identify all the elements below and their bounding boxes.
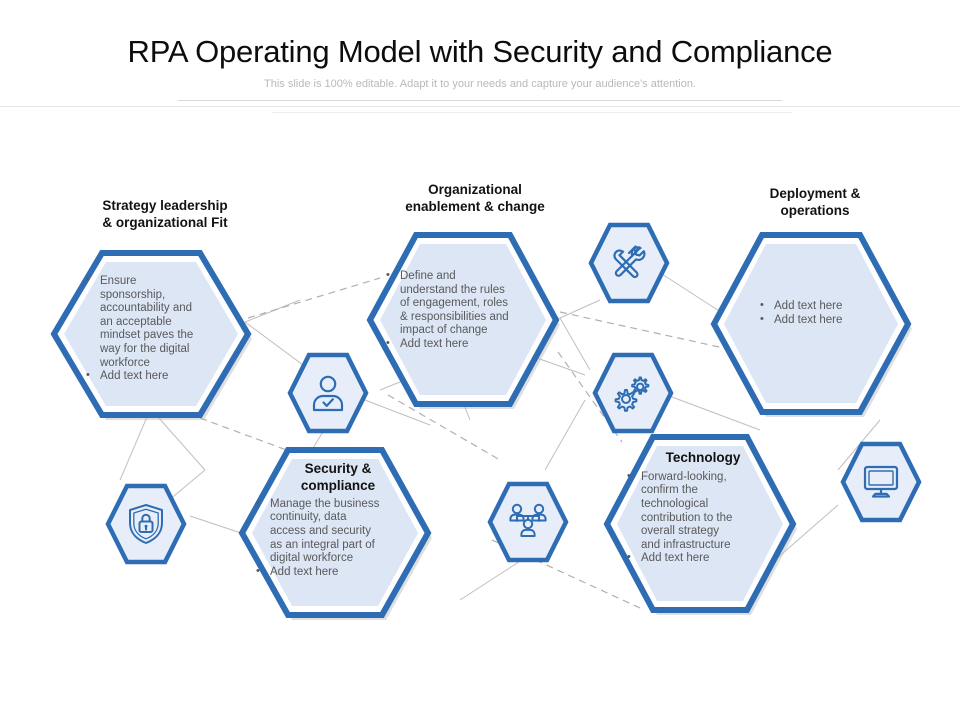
list-item: understand the rules	[400, 283, 505, 296]
list-item: Manage the business	[256, 497, 420, 512]
list-item: Add text here	[256, 565, 420, 580]
list-item: and infrastructure	[641, 538, 731, 551]
hexagon-body-organizational: Define and understand the rules of engag…	[386, 269, 546, 352]
list-item: sponsorship,	[100, 288, 166, 301]
icon-hexagon-person-check[interactable]	[287, 352, 369, 434]
hexagon-body-security: Security & compliance Manage the busines…	[256, 461, 420, 579]
bullet-list-organizational: Define and understand the rules of engag…	[386, 269, 546, 352]
hexagon-body-strategy: Ensure sponsorship, accountability and a…	[86, 274, 226, 384]
list-item: an acceptable	[100, 315, 172, 328]
icon-hexagon-tools[interactable]	[588, 222, 670, 304]
tools-icon	[613, 245, 646, 279]
monitor-icon	[863, 465, 899, 498]
list-item: of engagement, roles	[400, 297, 509, 310]
list-item: way for the digital	[100, 342, 190, 355]
icon-hexagon-gears[interactable]	[592, 352, 674, 434]
team-icon	[509, 503, 547, 537]
hexagon-organizational-enablement[interactable]: Define and understand the rules of engag…	[366, 228, 560, 410]
node-heading-deployment: Deployment & operations	[769, 186, 861, 218]
list-item: Add text here	[86, 369, 226, 384]
page-subtitle: This slide is 100% editable. Adapt it to…	[264, 78, 696, 90]
slide-header: RPA Operating Model with Security and Co…	[0, 0, 960, 113]
shield-lock-icon	[129, 504, 163, 544]
list-item: contribution to the	[641, 511, 733, 524]
list-item: continuity, data	[270, 511, 347, 524]
icon-hexagon-monitor[interactable]	[840, 441, 922, 523]
list-item: Add text here	[386, 337, 546, 352]
page-title: RPA Operating Model with Security and Co…	[127, 34, 833, 69]
hexagon-body-deployment: Add text here Add text here	[760, 299, 900, 328]
hexagon-body-technology: Technology Forward-looking, confirm the …	[627, 450, 779, 566]
icon-hexagon-team[interactable]	[487, 481, 569, 563]
header-divider-bottom	[272, 112, 792, 113]
header-divider-middle	[0, 106, 960, 107]
list-item: access and security	[270, 524, 371, 537]
list-item: Add text here	[760, 299, 900, 314]
hexagon-strategy-leadership[interactable]: Ensure sponsorship, accountability and a…	[50, 245, 252, 420]
bullet-list-deployment: Add text here Add text here	[760, 299, 900, 328]
list-item: Ensure	[86, 274, 226, 289]
list-item: Define and	[386, 269, 546, 284]
node-heading-organizational: Organizational enablement & change	[405, 182, 545, 214]
icon-hexagon-shield-lock[interactable]	[105, 483, 187, 565]
list-item: Add text here	[760, 313, 900, 328]
hexagon-deployment-operations[interactable]: Add text here Add text here	[710, 228, 912, 418]
header-divider-top	[178, 100, 782, 101]
list-item: & responsibilities and	[400, 310, 509, 323]
list-item: confirm the	[641, 484, 698, 497]
list-item: overall strategy	[641, 525, 719, 538]
list-item: Forward-looking,	[627, 470, 779, 485]
bullet-list-security: Manage the business continuity, data acc…	[256, 497, 420, 580]
node-heading-security: Security & compliance	[300, 461, 376, 493]
list-item: digital workforce	[270, 552, 354, 565]
bullet-list-strategy: Ensure sponsorship, accountability and a…	[86, 274, 226, 384]
gears-icon	[614, 376, 650, 412]
bullet-list-technology: Forward-looking, confirm the technologic…	[627, 470, 779, 566]
list-item: technological	[641, 498, 709, 511]
list-item: mindset paves the	[100, 329, 194, 342]
list-item: workforce	[100, 356, 150, 369]
node-heading-strategy: Strategy leadership & organizational Fit	[102, 198, 228, 230]
person-check-icon	[312, 375, 344, 412]
list-item: impact of change	[400, 324, 488, 337]
list-item: Add text here	[627, 551, 779, 566]
hexagon-technology[interactable]: Technology Forward-looking, confirm the …	[603, 430, 797, 616]
list-item: as an integral part of	[270, 538, 375, 551]
list-item: accountability and	[100, 302, 193, 315]
hexagon-security-compliance[interactable]: Security & compliance Manage the busines…	[238, 443, 432, 621]
node-heading-technology: Technology	[665, 450, 741, 465]
